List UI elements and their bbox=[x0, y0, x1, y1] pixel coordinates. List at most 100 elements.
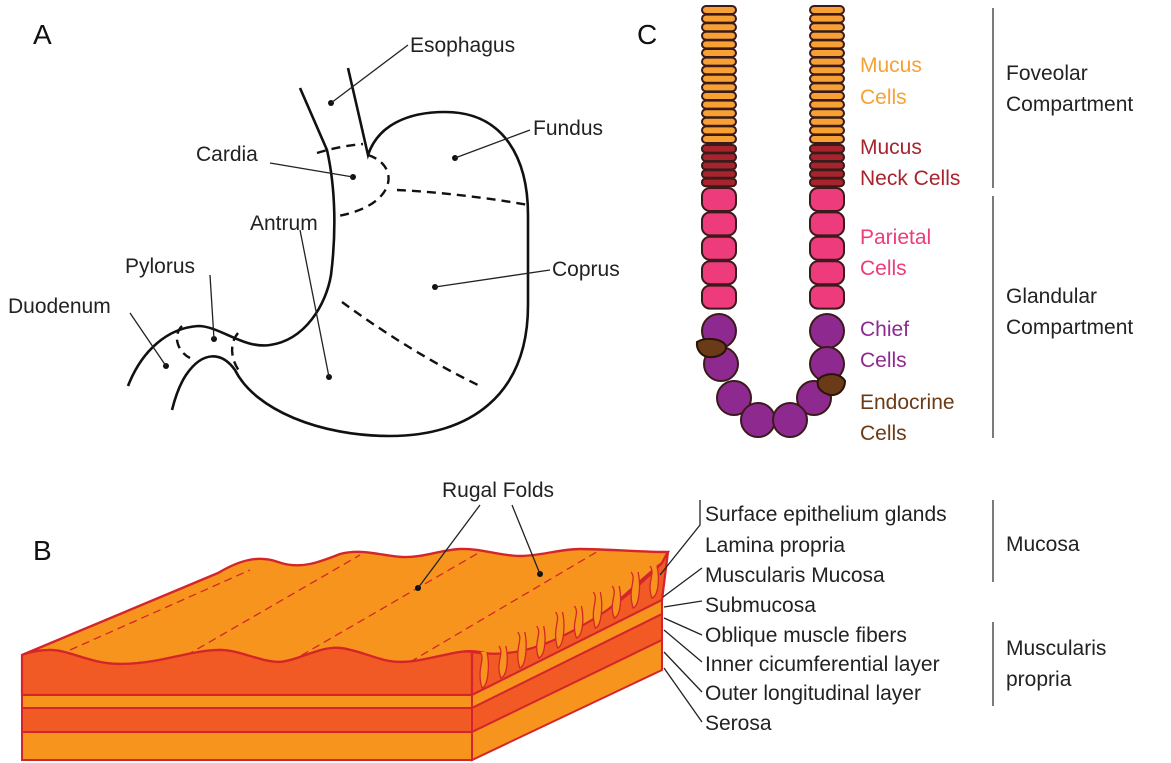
inner-circumferential-label: Inner cicumferential layer bbox=[705, 653, 940, 676]
parietal-cell bbox=[702, 212, 736, 235]
mucus-cell bbox=[702, 6, 736, 14]
chief-cell bbox=[741, 403, 775, 437]
parietal-cell bbox=[702, 237, 736, 260]
pylorus-boundary-1 bbox=[177, 326, 190, 358]
endocrine-cell bbox=[818, 374, 845, 395]
mucus-cell bbox=[702, 15, 736, 23]
endocrine-cell bbox=[697, 339, 726, 357]
mucosa-group-label: Mucosa bbox=[1006, 533, 1080, 556]
cardia-leader bbox=[270, 163, 353, 177]
mucus-cell bbox=[702, 126, 736, 134]
esophagus-leader bbox=[331, 45, 408, 103]
panel-c: C Mucus Cells Mucus Neck Cells Parietal … bbox=[637, 6, 1133, 445]
mucus-cell bbox=[702, 40, 736, 48]
mucus-neck-cell bbox=[702, 153, 736, 161]
rugal-folds-label: Rugal Folds bbox=[442, 479, 554, 502]
muscularis-propria-label-1: Muscularis bbox=[1006, 637, 1106, 660]
mucus-cell bbox=[810, 101, 844, 109]
mucus-cell bbox=[810, 15, 844, 23]
antrum-label: Antrum bbox=[250, 212, 318, 235]
chief-label-2: Cells bbox=[860, 349, 907, 372]
stomach-greater-curvature bbox=[172, 68, 528, 436]
mucus-neck-cell bbox=[810, 145, 844, 153]
mucus-cell bbox=[702, 101, 736, 109]
front-circular-muscle-layer bbox=[22, 708, 472, 732]
parietal-cell bbox=[702, 188, 736, 211]
panel-b-label: B bbox=[33, 535, 52, 566]
pylorus-label: Pylorus bbox=[125, 255, 195, 278]
parietal-cell bbox=[702, 261, 736, 284]
submucosa-leader bbox=[664, 601, 702, 607]
parietal-cell bbox=[810, 286, 844, 309]
corpus-leader bbox=[435, 270, 550, 287]
gland-cells bbox=[697, 6, 845, 437]
mucus-cell bbox=[810, 109, 844, 117]
serosa-label: Serosa bbox=[705, 712, 772, 735]
mucus-neck-cell bbox=[810, 179, 844, 187]
mucus-neck-cell bbox=[810, 162, 844, 170]
mucus-cell bbox=[702, 83, 736, 91]
cardia-label: Cardia bbox=[196, 143, 258, 166]
corpus-label: Coprus bbox=[552, 258, 620, 281]
antrum-leader bbox=[300, 230, 329, 377]
mucus-neck-cell bbox=[702, 145, 736, 153]
endocrine-label-1: Endocrine bbox=[860, 391, 955, 414]
panel-c-label: C bbox=[637, 19, 657, 50]
parietal-cell bbox=[810, 212, 844, 235]
lamina-propria-label: Lamina propria bbox=[705, 534, 845, 557]
mucus-cell bbox=[810, 118, 844, 126]
muscularis-mucosa-label: Muscularis Mucosa bbox=[705, 564, 885, 587]
mucus-neck-label-2: Neck Cells bbox=[860, 167, 960, 190]
parietal-label-1: Parietal bbox=[860, 226, 931, 249]
glandular-label-2: Compartment bbox=[1006, 316, 1133, 339]
fundus-boundary bbox=[397, 190, 528, 205]
chief-cell bbox=[810, 314, 844, 348]
mucus-cell bbox=[810, 66, 844, 74]
muscularis-mucosa-leader bbox=[663, 568, 702, 597]
chief-cell bbox=[773, 403, 807, 437]
foveolar-label-2: Compartment bbox=[1006, 93, 1133, 116]
mucus-cell bbox=[810, 23, 844, 31]
parietal-label-2: Cells bbox=[860, 257, 907, 280]
front-submucosa-layer bbox=[22, 695, 472, 708]
mucus-cell bbox=[702, 92, 736, 100]
mucus-neck-label-1: Mucus bbox=[860, 136, 922, 159]
mucus-cell bbox=[702, 58, 736, 66]
serosa-leader bbox=[664, 668, 702, 722]
mucus-cell bbox=[702, 109, 736, 117]
submucosa-label: Submucosa bbox=[705, 594, 816, 617]
parietal-cell bbox=[810, 237, 844, 260]
foveolar-label-1: Foveolar bbox=[1006, 62, 1088, 85]
front-longitudinal-muscle-layer bbox=[22, 732, 472, 760]
duodenum-label: Duodenum bbox=[8, 295, 111, 318]
chief-label-1: Chief bbox=[860, 318, 909, 341]
mucus-cell bbox=[702, 118, 736, 126]
mucus-cells-label-1: Mucus bbox=[860, 54, 922, 77]
fundus-label: Fundus bbox=[533, 117, 603, 140]
mucus-cell bbox=[702, 49, 736, 57]
surface-epithelium-label: Surface epithelium glands bbox=[705, 503, 947, 526]
mucus-cell bbox=[702, 32, 736, 40]
mucus-cell bbox=[810, 126, 844, 134]
mucus-cell bbox=[810, 58, 844, 66]
mucus-cell bbox=[810, 83, 844, 91]
oblique-leader bbox=[664, 618, 702, 635]
mucus-cell bbox=[702, 66, 736, 74]
panel-a: A Esophagus Cardia Fundus Antrum Pylorus… bbox=[8, 19, 620, 436]
fundus-leader bbox=[455, 130, 530, 158]
mucus-neck-cell bbox=[810, 170, 844, 178]
mucus-neck-cell bbox=[702, 162, 736, 170]
mucus-cell bbox=[810, 135, 844, 143]
mucus-cell bbox=[702, 75, 736, 83]
mucus-cell bbox=[702, 23, 736, 31]
panel-a-label: A bbox=[33, 19, 52, 50]
mucus-cells-label-2: Cells bbox=[860, 86, 907, 109]
muscularis-propria-label-2: propria bbox=[1006, 668, 1072, 691]
endocrine-label-2: Cells bbox=[860, 422, 907, 445]
stomach-lesser-curvature bbox=[128, 88, 334, 386]
antrum-boundary bbox=[342, 302, 478, 385]
parietal-cell bbox=[810, 261, 844, 284]
parietal-cell bbox=[702, 286, 736, 309]
mucus-cell bbox=[810, 49, 844, 57]
